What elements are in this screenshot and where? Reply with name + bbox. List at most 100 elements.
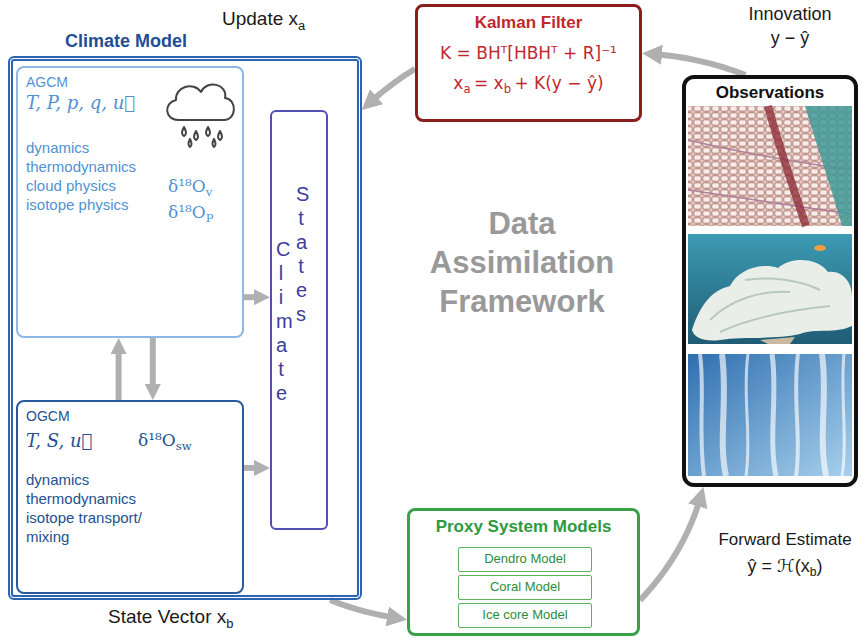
- proxy-box: Dendro ModelCoral ModelIce core Model Pro…: [407, 508, 640, 636]
- subscript: sw: [176, 439, 192, 453]
- formula-label: ): [817, 556, 823, 576]
- component-name: OGCM: [26, 408, 70, 425]
- ice-streak: [822, 354, 826, 476]
- component-box: OGCM T, S, u⃗ δ¹⁸Osw dynamics thermodynamic…: [16, 400, 244, 594]
- flow-arrow: [244, 294, 259, 300]
- ice-streak: [842, 354, 844, 476]
- model-heading: Climate Model: [65, 31, 187, 51]
- coral-ridges: [710, 278, 830, 332]
- isotope-symbol: δ¹⁸Ov: [168, 176, 212, 200]
- panel-heading: Observations: [686, 83, 854, 103]
- process-list: dynamics thermodynamics isotope transpor…: [26, 470, 151, 546]
- filter-box: Kalman Filter K = BHᵀ[HBHᵀ + R]⁻¹ xa = xb+ …: [415, 4, 642, 122]
- process-list: dynamics thermodynamics isotope transpor…: [26, 471, 142, 545]
- formula-label: y − ŷ: [735, 28, 845, 50]
- model-item: Dendro Model: [458, 547, 592, 572]
- subscript: b: [226, 616, 233, 631]
- coral-base: [760, 337, 795, 344]
- proxy-heading: Proxy System Models: [410, 517, 637, 537]
- isotope-symbol: δ¹⁸O: [168, 176, 206, 196]
- component-name: AGCM: [26, 74, 68, 91]
- variable-list: T, S, u⃗: [26, 430, 92, 452]
- variable-list: T, S, u⃗: [26, 430, 92, 451]
- subscript: b: [810, 565, 817, 579]
- wood-cells: [688, 106, 852, 226]
- update-formula: + K(y − ŷ): [514, 73, 603, 93]
- panel-heading: Observations: [716, 83, 825, 102]
- state-column: ClimateStates: [270, 110, 328, 530]
- coral-photo: [688, 234, 852, 344]
- flow-arrow: [150, 338, 156, 389]
- rain-drop: [182, 127, 186, 136]
- vertical-word: States: [296, 182, 316, 326]
- ice-streak: [700, 354, 704, 476]
- cloud-icon: [167, 84, 234, 147]
- ice-streak: [722, 354, 726, 476]
- flow-label: State Vector x: [108, 606, 226, 627]
- fish: [814, 245, 826, 251]
- variable-list: T, P, p, q, u⃗: [26, 92, 135, 114]
- formula-label: ŷ = ℋ(xb): [712, 556, 858, 580]
- flow-label: Update x: [222, 8, 298, 29]
- rain-drop: [213, 139, 216, 147]
- vertical-word: States: [296, 183, 319, 325]
- subscript: P: [206, 211, 214, 225]
- update-formula: x: [453, 73, 463, 93]
- ice-streak: [772, 354, 776, 476]
- flow-label: Forward Estimate: [718, 530, 851, 549]
- model-item: Ice core Model: [458, 603, 592, 628]
- item-name: Coral Model: [490, 579, 560, 594]
- process-list: dynamics thermodynamics cloud physics is…: [26, 138, 151, 214]
- subscript: a: [463, 82, 470, 96]
- bark-region: [805, 106, 852, 226]
- filter-heading: Kalman Filter: [475, 13, 583, 32]
- gain-formula: K = BHᵀ[HBHᵀ + R]⁻¹: [418, 43, 639, 63]
- ring-line: [688, 190, 852, 214]
- gain-formula: K = BHᵀ[HBHᵀ + R]⁻¹: [440, 43, 617, 63]
- flow-label: Update xa: [222, 8, 305, 33]
- flow-arrow: [330, 600, 393, 617]
- ring-band: [768, 106, 806, 226]
- flow-arrow: [372, 69, 415, 101]
- rain-drop: [206, 127, 210, 136]
- subscript: b: [504, 82, 511, 96]
- formula-label: y − ŷ: [771, 28, 810, 48]
- vertical-word: Climate: [276, 237, 296, 405]
- flow-label: State Vector xb: [108, 606, 233, 631]
- subscript: v: [206, 185, 213, 199]
- flow-label: Innovation: [748, 4, 831, 24]
- isotope-symbol: δ¹⁸O: [138, 430, 176, 450]
- formula-label: ŷ = ℋ(x: [747, 556, 809, 576]
- coral-body: [692, 260, 852, 340]
- cloud-outline: [167, 84, 234, 120]
- ice-ground: [688, 354, 852, 476]
- framework-title: Data Assimilation Framework: [422, 205, 622, 321]
- filter-heading: Kalman Filter: [418, 13, 639, 33]
- tree-ring-photo: [688, 106, 852, 226]
- ice-streak: [746, 354, 748, 476]
- flow-label: Forward Estimate: [712, 530, 858, 550]
- update-formula: = x: [474, 73, 504, 93]
- variable-list: T, P, p, q, u⃗: [26, 92, 135, 113]
- isotope-symbol: δ¹⁸O: [168, 202, 206, 222]
- rain-drop: [218, 131, 222, 140]
- flow-arrow: [116, 349, 122, 400]
- ice-streaks: [700, 354, 844, 476]
- model-box: AGCM T, P, p, q, u⃗ dynamics thermodynamic…: [8, 56, 362, 600]
- model-item: Coral Model: [458, 575, 592, 600]
- flow-label: Innovation: [735, 4, 845, 26]
- item-name: Coral Model: [459, 579, 591, 595]
- observation-panel: Observations: [682, 75, 858, 487]
- component-name: AGCM: [26, 74, 68, 90]
- sea-water: [688, 234, 852, 344]
- isotope-symbol: δ¹⁸OP: [168, 202, 214, 226]
- flow-arrow: [656, 54, 745, 75]
- isotope-symbol: δ¹⁸Osw: [138, 430, 192, 454]
- flow-arrow: [244, 465, 259, 471]
- ice-streak: [796, 354, 798, 476]
- proxy-heading: Proxy System Models: [436, 517, 612, 536]
- component-box: AGCM T, P, p, q, u⃗ dynamics thermodynamic…: [16, 66, 244, 338]
- item-name: Dendro Model: [459, 551, 591, 567]
- rain-drop: [189, 139, 192, 147]
- component-name: OGCM: [26, 408, 70, 424]
